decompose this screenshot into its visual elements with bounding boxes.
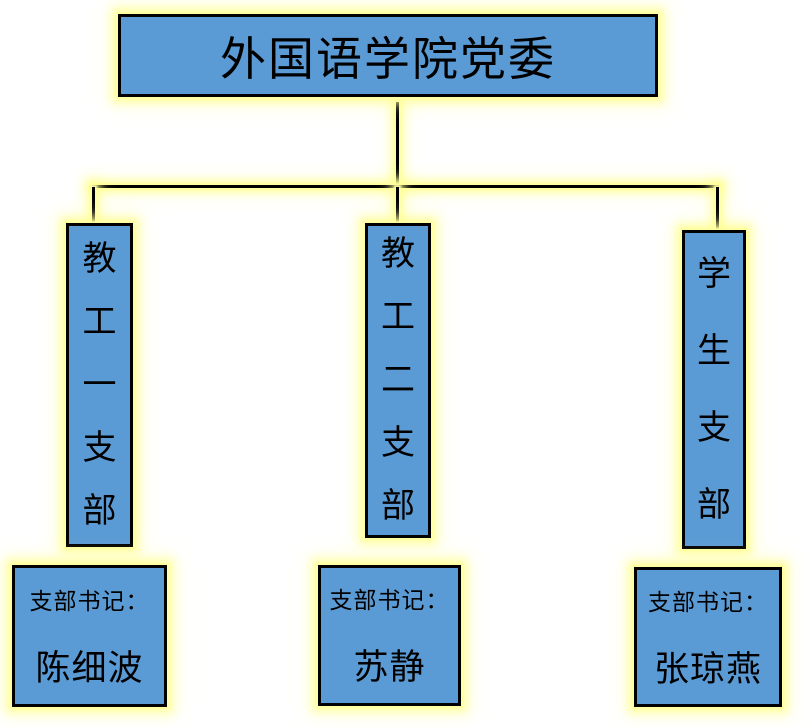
secretary-title: 支部书记： bbox=[29, 588, 150, 615]
secretary-node-1: 支部书记： 陈细波 bbox=[12, 565, 167, 707]
branch-node-label: 教 工 二 支 部 bbox=[381, 234, 415, 526]
branch-node-label: 学 生 支 部 bbox=[697, 253, 731, 525]
root-node: 外国语学院党委 bbox=[118, 14, 658, 97]
connector-drop-middle bbox=[396, 187, 399, 223]
secretary-title: 支部书记： bbox=[648, 589, 768, 616]
branch-node-faculty-2: 教 工 二 支 部 bbox=[365, 223, 431, 538]
branch-node-student: 学 生 支 部 bbox=[682, 230, 746, 549]
connector-trunk bbox=[396, 102, 399, 186]
secretary-node-2: 支部书记： 苏静 bbox=[318, 565, 461, 706]
connector-drop-left bbox=[92, 187, 95, 223]
secretary-name: 张琼燕 bbox=[653, 649, 762, 690]
secretary-title: 支部书记： bbox=[329, 588, 450, 614]
secretary-node-3: 支部书记： 张琼燕 bbox=[634, 567, 782, 707]
secretary-name: 陈细波 bbox=[35, 648, 144, 689]
secretary-name: 苏静 bbox=[353, 648, 426, 688]
connector-drop-right bbox=[716, 187, 719, 230]
branch-node-faculty-1: 教 工 一 支 部 bbox=[66, 223, 133, 547]
connector-crossbar bbox=[92, 185, 719, 188]
branch-node-label: 教 工 一 支 部 bbox=[82, 238, 117, 531]
root-node-label: 外国语学院党委 bbox=[220, 31, 556, 86]
